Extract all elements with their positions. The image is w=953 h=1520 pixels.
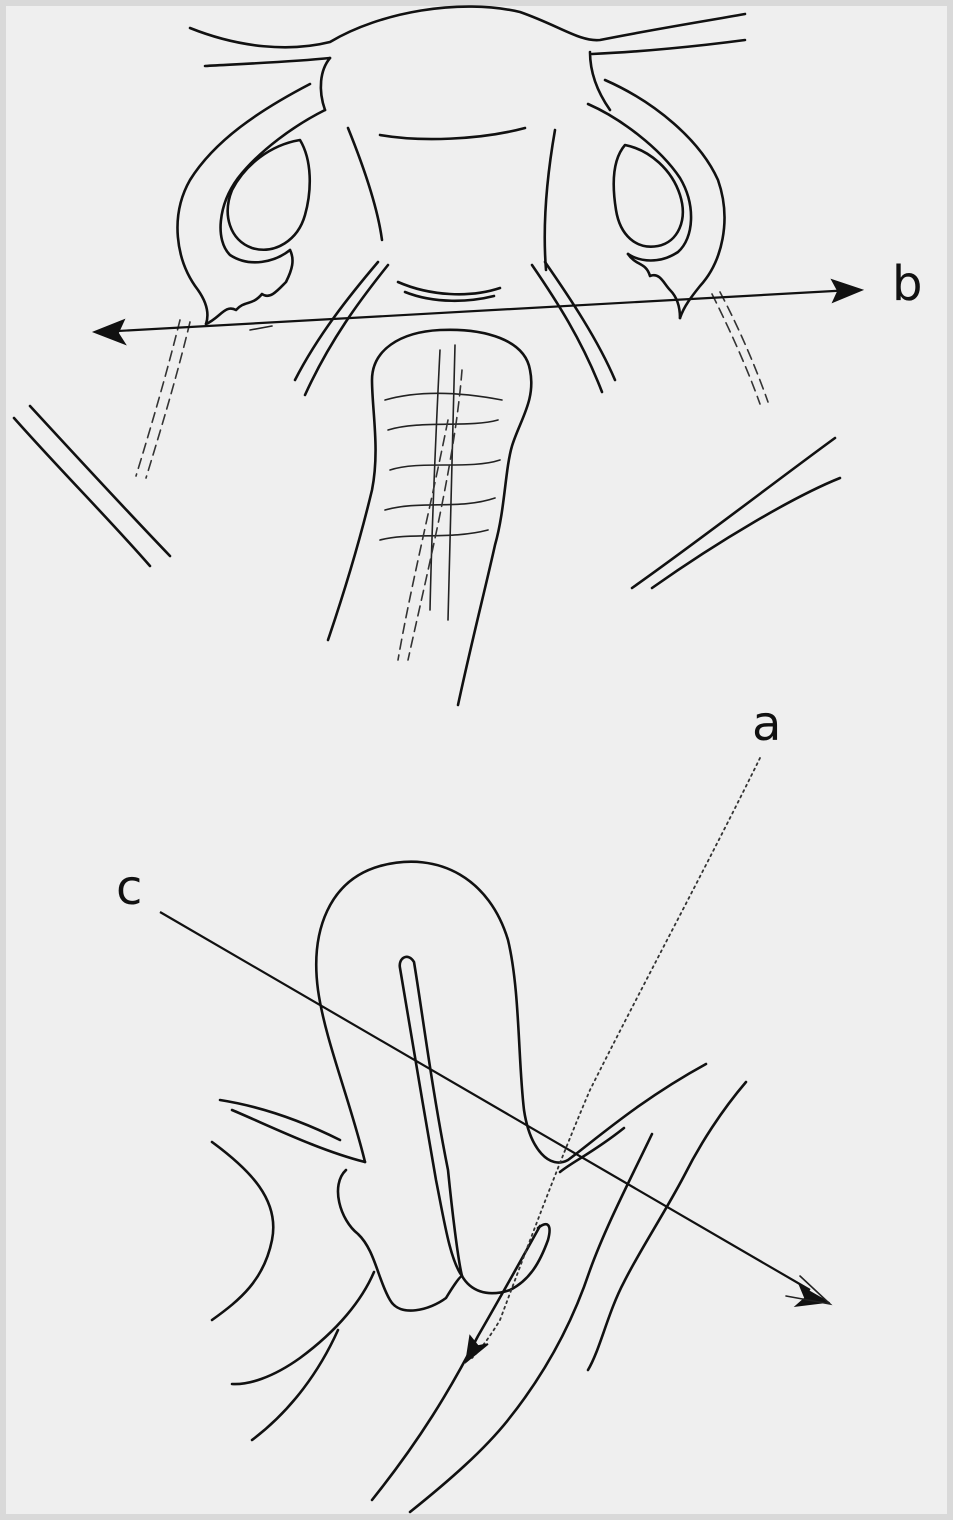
label-c: c [116,860,142,916]
label-b: b [892,256,922,312]
label-a: a [752,696,781,752]
